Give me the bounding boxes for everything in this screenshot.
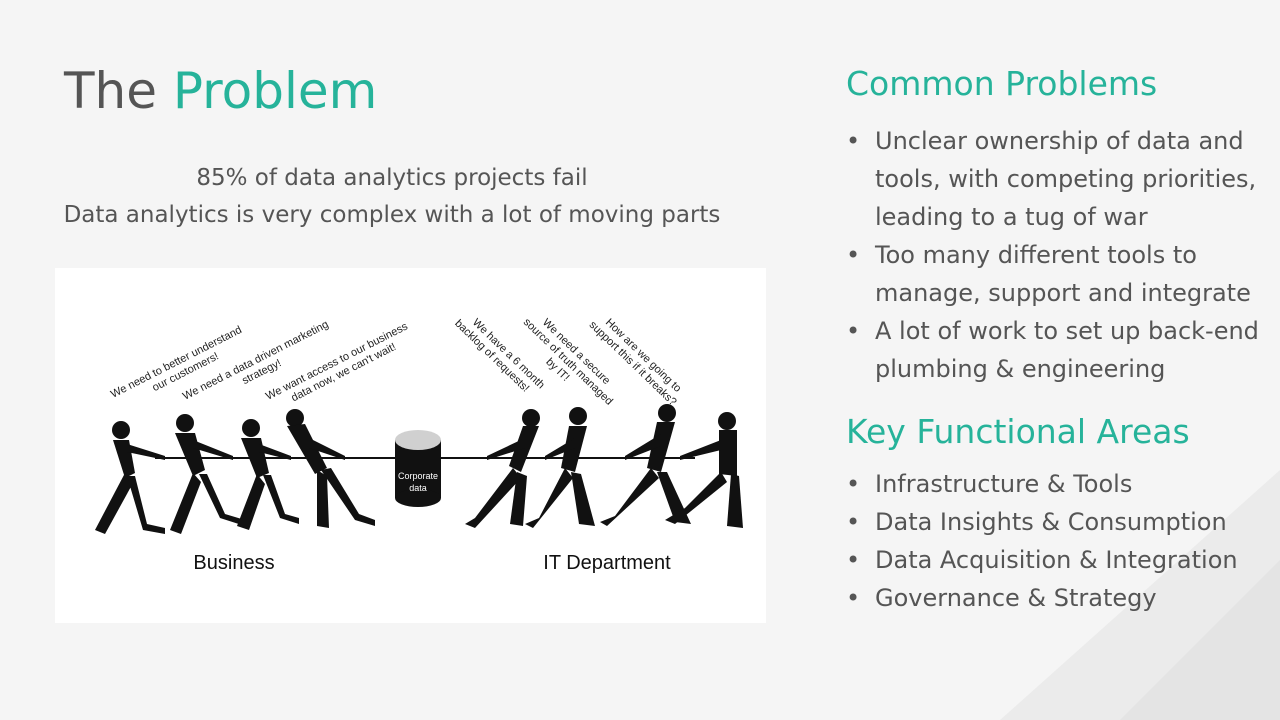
quote-3-line-1: We want access to our business bbox=[264, 320, 410, 402]
list-item-text: Unclear ownership of data and tools, wit… bbox=[875, 127, 1257, 231]
list-item: • Unclear ownership of data and tools, wi… bbox=[846, 122, 1266, 236]
bullet: • bbox=[846, 127, 861, 155]
quote-6-line-1: How are we going to bbox=[603, 317, 683, 395]
it-person-1 bbox=[465, 409, 540, 528]
list-item: • Data Insights & Consumption bbox=[846, 503, 1266, 541]
business-person-2 bbox=[170, 414, 245, 534]
business-person-3 bbox=[237, 419, 299, 530]
bullet: • bbox=[846, 546, 861, 574]
bullet: • bbox=[846, 508, 861, 536]
list-item: • Too many different tools to manage, sup… bbox=[846, 236, 1266, 312]
barrel-label-line-2: data bbox=[409, 483, 427, 493]
bullet: • bbox=[846, 470, 861, 498]
it-person-3 bbox=[600, 404, 691, 526]
list-item: • Governance & Strategy bbox=[846, 579, 1266, 617]
common-problems-heading: Common Problems bbox=[846, 64, 1158, 103]
bullet: • bbox=[846, 584, 861, 612]
bullet: • bbox=[846, 317, 861, 345]
list-item-text: A lot of work to set up back-end plumbin… bbox=[875, 317, 1259, 383]
list-item: • Data Acquisition & Integration bbox=[846, 541, 1266, 579]
common-problems-list: • Unclear ownership of data and tools, wi… bbox=[846, 122, 1266, 388]
it-department-label: IT Department bbox=[543, 552, 671, 574]
list-item-text: Data Insights & Consumption bbox=[875, 508, 1227, 536]
it-team-silhouettes bbox=[465, 404, 743, 528]
business-person-1 bbox=[95, 421, 165, 534]
list-item: • Infrastructure & Tools bbox=[846, 465, 1266, 503]
business-team-silhouettes bbox=[95, 409, 375, 534]
title-part-2: Problem bbox=[172, 62, 378, 120]
subtitle-line-2: Data analytics is very complex with a lo… bbox=[63, 202, 721, 228]
bullet: • bbox=[846, 241, 861, 269]
slide-title: The Problem bbox=[64, 62, 377, 120]
quote-1-line-1: We need to better understand bbox=[109, 324, 244, 401]
list-item-text: Data Acquisition & Integration bbox=[875, 546, 1238, 574]
subtitle-line-1: 85% of data analytics projects fail bbox=[196, 165, 588, 191]
list-item-text: Too many different tools to manage, supp… bbox=[875, 241, 1251, 307]
it-person-4 bbox=[665, 412, 743, 528]
corporate-data-barrel: Corporate data bbox=[395, 430, 441, 507]
title-part-1: The bbox=[64, 62, 157, 120]
key-functional-areas-heading: Key Functional Areas bbox=[846, 412, 1190, 451]
key-functional-areas-list: • Infrastructure & Tools • Data Insights &… bbox=[846, 465, 1266, 617]
business-label: Business bbox=[193, 552, 274, 574]
list-item: • A lot of work to set up back-end plumbi… bbox=[846, 312, 1266, 388]
it-person-2 bbox=[525, 407, 595, 528]
tug-of-war-illustration: We need to better understand our custome… bbox=[55, 268, 766, 623]
business-person-4 bbox=[286, 409, 375, 528]
barrel-label-line-1: Corporate bbox=[398, 471, 438, 481]
list-item-text: Infrastructure & Tools bbox=[875, 470, 1133, 498]
quote-3: We want access to our business data now,… bbox=[264, 319, 418, 414]
list-item-text: Governance & Strategy bbox=[875, 584, 1157, 612]
